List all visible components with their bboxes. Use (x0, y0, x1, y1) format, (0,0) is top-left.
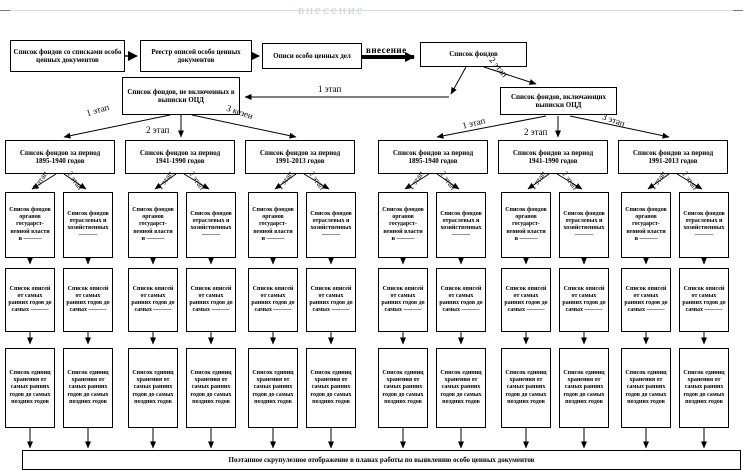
bottom-summary-banner: Поэтапное скрупулезное отображение в пла… (22, 450, 741, 470)
authority-fonds-box: Список фондов органов государст­венной в… (248, 192, 298, 258)
inventories-range-box: Список описей от самых ранних годов до с… (63, 268, 113, 332)
period-box-1941-1990-left: Список фондов за период 1941-1990 годов (125, 140, 235, 174)
sectoral-fonds-box: Список фондов отраслевых и хозяйствен­ны… (436, 192, 486, 258)
storage-units-range-box: Список единиц хранения от самых ранних г… (378, 348, 428, 428)
fonds-with-lists-box: Список фондов со списками особо ценных д… (10, 40, 125, 72)
period-years: 1941-1990 годов (528, 157, 578, 165)
period-years: 1895-1940 годов (35, 157, 85, 165)
period-prefix: Список фондов за период (259, 148, 341, 157)
inventories-range-box: Список описей от самых ранних годов до с… (306, 268, 356, 332)
period-years: 1991-2013 годов (648, 157, 698, 165)
inventories-range-box: Список описей от самых ранних годов до с… (186, 268, 236, 332)
storage-units-range-box: Список единиц хранения от самых ранних г… (679, 348, 729, 428)
authority-fonds-box: Список фондов органов государст­венной в… (5, 192, 55, 258)
stage2-label-left: 2 этап (146, 125, 170, 135)
period-years: 1991-2013 годов (275, 157, 325, 165)
storage-units-range-box: Список единиц хранения от самых ранних г… (436, 348, 486, 428)
storage-units-range-box: Список единиц хранения от самых ранних г… (63, 348, 113, 428)
period-box-1991-2013-left: Список фондов за период 1991-2013 годов (245, 140, 355, 174)
storage-units-range-box: Список единиц хранения от самых ранних г… (559, 348, 609, 428)
authority-fonds-box: Список фондов органов государст­венной в… (621, 192, 671, 258)
watermark-text: внесение (298, 2, 365, 17)
authority-fonds-box: Список фондов органов государст­венной в… (128, 192, 178, 258)
storage-units-range-box: Список единиц хранения от самых ранних г… (501, 348, 551, 428)
period-prefix: Список фондов за период (139, 148, 221, 157)
page-top-rule (0, 10, 743, 11)
period-box-1895-1940-right: Список фондов за период 1895-1940 годов (378, 140, 488, 174)
storage-units-range-box: Список единиц хранения от самых ранних г… (5, 348, 55, 428)
period-prefix: Список фондов за период (512, 148, 594, 157)
page-top-rule-left-tick (0, 10, 10, 11)
period-years: 1895-1940 годов (408, 157, 458, 165)
sectoral-fonds-box: Список фондов отраслевых и хозяйствен­ны… (306, 192, 356, 258)
inventories-range-box: Список описей от самых ранних годов до с… (436, 268, 486, 332)
authority-fonds-box: Список фондов органов государст­венной в… (378, 192, 428, 258)
arrow-label-vnesenie: внесение (366, 45, 407, 55)
inventories-range-box: Список описей от самых ранних годов до с… (378, 268, 428, 332)
not-included-fonds-box: Список фондов, не включенных в выписки О… (122, 77, 240, 115)
inventories-range-box: Список описей от самых ранних годов до с… (128, 268, 178, 332)
fonds-list-box: Список фондов (420, 42, 527, 67)
valuable-files-inventories-box: Описи особо ценных дел (262, 43, 362, 69)
sectoral-fonds-box: Список фондов отраслевых и хозяйствен­ны… (63, 192, 113, 258)
sectoral-fonds-box: Список фондов отраслевых и хозяйствен­ны… (679, 192, 729, 258)
inventories-range-box: Список описей от самых ранних годов до с… (5, 268, 55, 332)
register-of-inventories-box: Реестр описей особо ценных документов (140, 40, 252, 72)
storage-units-range-box: Список единиц хранения от самых ранних г… (186, 348, 236, 428)
inventories-range-box: Список описей от самых ранних годов до с… (248, 268, 298, 332)
period-years: 1941-1990 годов (155, 157, 205, 165)
stage2-label-right: 2 этап (524, 127, 548, 137)
inventories-range-box: Список описей от самых ранних годов до с… (679, 268, 729, 332)
storage-units-range-box: Список единиц хранения от самых ранних г… (248, 348, 298, 428)
authority-fonds-box: Список фондов органов государст­венной в… (501, 192, 551, 258)
period-prefix: Список фондов за период (19, 148, 101, 157)
period-box-1991-2013-right: Список фондов за период 1991-2013 годов (618, 140, 728, 174)
stage1-label-main: 1 этап (318, 84, 342, 94)
sectoral-fonds-box: Список фондов отраслевых и хозяйствен­ны… (559, 192, 609, 258)
period-box-1941-1990-right: Список фондов за период 1941-1990 годов (498, 140, 608, 174)
period-prefix: Список фондов за период (632, 148, 714, 157)
storage-units-range-box: Список единиц хранения от самых ранних г… (306, 348, 356, 428)
inventories-range-box: Список описей от самых ранних годов до с… (621, 268, 671, 332)
inventories-range-box: Список описей от самых ранних годов до с… (559, 268, 609, 332)
storage-units-range-box: Список единиц хранения от самых ранних г… (621, 348, 671, 428)
period-prefix: Список фондов за период (392, 148, 474, 157)
page-top-rule-right-tick (733, 10, 743, 11)
included-fonds-box: Список фондов, включающих выписки ОЦД (500, 87, 617, 115)
sectoral-fonds-box: Список фондов отраслевых и хозяйствен­ны… (186, 192, 236, 258)
period-box-1895-1940-left: Список фондов за период 1895-1940 годов (5, 140, 115, 174)
storage-units-range-box: Список единиц хранения от самых ранних г… (128, 348, 178, 428)
inventories-range-box: Список описей от самых ранних годов до с… (501, 268, 551, 332)
